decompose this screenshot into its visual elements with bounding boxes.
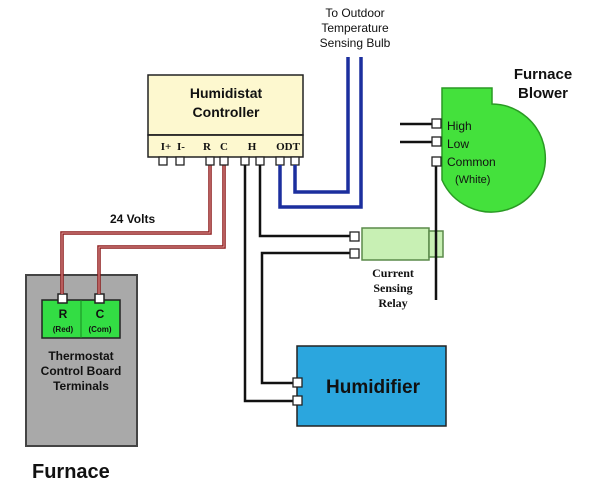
controller-terminal-i-minus: I-	[177, 141, 185, 153]
humidifier-terminal-1	[292, 377, 303, 388]
current-sensing-relay	[361, 227, 430, 261]
relay-label-line-2: Sensing	[373, 281, 412, 295]
terminal-c-screw	[94, 293, 105, 304]
thermostat-terminal-c: C	[96, 307, 105, 321]
wires-humidifier-circuit	[243, 165, 354, 403]
humidifier-terminal-2	[292, 395, 303, 406]
outdoor-label-line-3: Sensing Bulb	[320, 36, 391, 50]
volts-label: 24 Volts	[110, 212, 155, 226]
relay-label-line-1: Current	[372, 266, 414, 280]
blower-title-line-2: Blower	[518, 85, 568, 102]
thermostat-terminal-r-sub: (Red)	[53, 325, 74, 334]
relay-label-line-3: Relay	[378, 296, 407, 310]
controller-terminal-i-plus: I+	[161, 141, 172, 153]
controller-terminal-odt: ODT	[276, 141, 301, 153]
humidifier-label: Humidifier	[326, 377, 421, 398]
blower-terminal-common-white: (White)	[455, 174, 490, 186]
blower-wires	[400, 122, 432, 144]
thermostat-terminal-c-sub: (Com)	[88, 325, 111, 334]
blower-terminals	[431, 118, 442, 167]
furnace-label: Furnace	[32, 461, 110, 483]
controller-terminal-screws	[158, 156, 300, 166]
board-label-line-2: Control Board	[41, 364, 122, 378]
humidistat-controller	[147, 74, 304, 136]
outdoor-label-line-2: Temperature	[321, 21, 389, 35]
blower-terminal-common: Common	[447, 155, 496, 169]
board-label-line-1: Thermostat	[48, 349, 113, 363]
thermostat-terminal-r: R	[59, 307, 68, 321]
humidifier	[296, 345, 447, 427]
blower-terminal-low: Low	[447, 137, 469, 151]
controller-title-line-2: Controller	[193, 104, 260, 120]
furnace-blower	[441, 87, 547, 213]
relay-terminal-2	[349, 248, 360, 259]
blower-title-line-1: Furnace	[514, 66, 572, 83]
controller-terminal-h: H	[248, 141, 257, 153]
relay-terminal-1	[349, 231, 360, 242]
controller-terminal-r: R	[203, 141, 212, 153]
board-label-line-3: Terminals	[53, 379, 109, 393]
outdoor-label-line-1: To Outdoor	[325, 6, 384, 20]
terminal-r-screw	[57, 293, 68, 304]
blower-terminal-high: High	[447, 119, 472, 133]
wires-outdoor-sensor	[278, 57, 363, 209]
controller-terminal-c: C	[220, 141, 228, 153]
controller-title-line-1: Humidistat	[190, 85, 263, 101]
